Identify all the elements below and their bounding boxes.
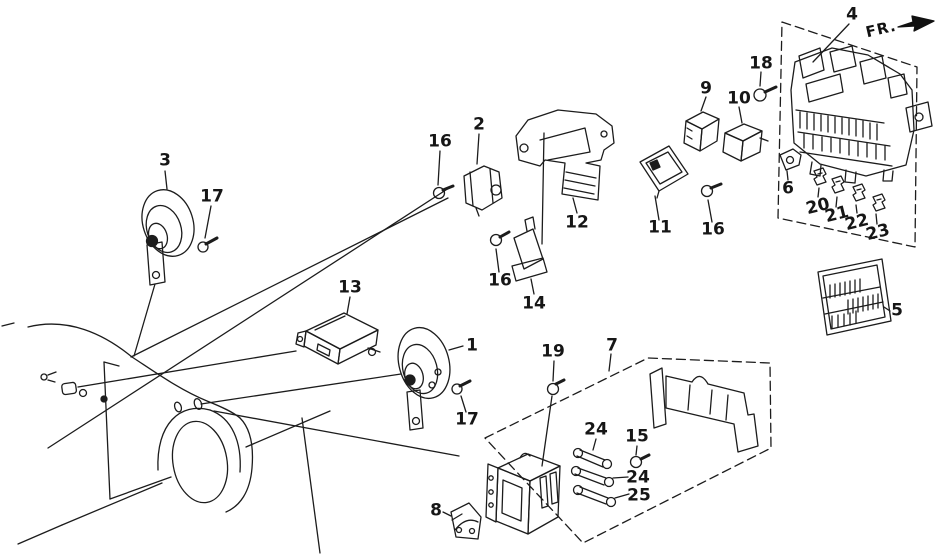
callout-part-10: 10 [727,88,751,109]
callout-part-3: 3 [159,150,171,171]
relay-9 [683,96,720,152]
fuse-21 [831,175,845,208]
callout-part-9: 9 [700,78,712,99]
fuse-label-plate-5 [817,258,892,336]
callout-part-24-b: 24 [626,467,650,488]
fuse-20 [813,167,827,198]
callout-part-11: 11 [648,217,672,238]
callout-part-19: 19 [541,341,565,362]
callout-part-25: 25 [627,485,651,506]
relay-box-13 [295,296,381,365]
fuse-22 [852,183,866,214]
bracket-8 [442,502,482,540]
callout-part-16-c: 16 [701,219,725,240]
callout-part-6: 6 [782,178,794,199]
callout-part-17-b: 17 [455,409,479,430]
bolt-16-b [489,230,511,273]
relay-14 [511,216,548,295]
control-unit-7 [485,452,561,535]
callout-part-18: 18 [749,53,773,74]
callout-part-16-a: 16 [428,131,452,152]
callout-part-17-a: 17 [200,186,224,207]
callout-part-15: 15 [625,426,649,447]
callout-part-5: 5 [891,300,903,321]
relay-10 [722,106,769,162]
bolt-16-a [432,150,455,200]
callout-part-2: 2 [473,114,485,135]
fuse-box-4 [790,23,933,184]
callout-part-16-b: 16 [488,270,512,291]
bolt-17-a [197,205,219,253]
callout-part-1: 1 [466,335,478,356]
bolt-18 [753,71,778,102]
part-2 [463,133,503,217]
bolt-16-c [700,182,723,223]
car-outline [1,322,331,554]
horn-1 [397,326,464,431]
dashed-box-4 [777,21,918,248]
bolt-17-b [451,379,472,413]
part-11 [639,145,689,221]
box-7-leader [608,353,612,372]
horn-3 [141,170,195,286]
clip-6 [779,148,802,181]
callout-part-24-a: 24 [584,419,608,440]
callout-part-4: 4 [846,4,858,25]
callout-part-12: 12 [565,212,589,233]
fuse-23 [872,193,886,225]
fr-arrow-icon [897,15,935,32]
callout-part-7: 7 [606,335,618,356]
callout-part-8: 8 [430,500,442,521]
bolt-15 [629,445,651,469]
bracket-12 [515,109,615,245]
relay-cover-7 [649,367,759,453]
callout-part-13: 13 [338,277,362,298]
callout-part-14: 14 [522,293,546,314]
dashed-box-7 [484,357,772,544]
links-24-25 [570,438,630,508]
leader-lines [47,185,460,457]
bolt-19 [541,360,566,467]
